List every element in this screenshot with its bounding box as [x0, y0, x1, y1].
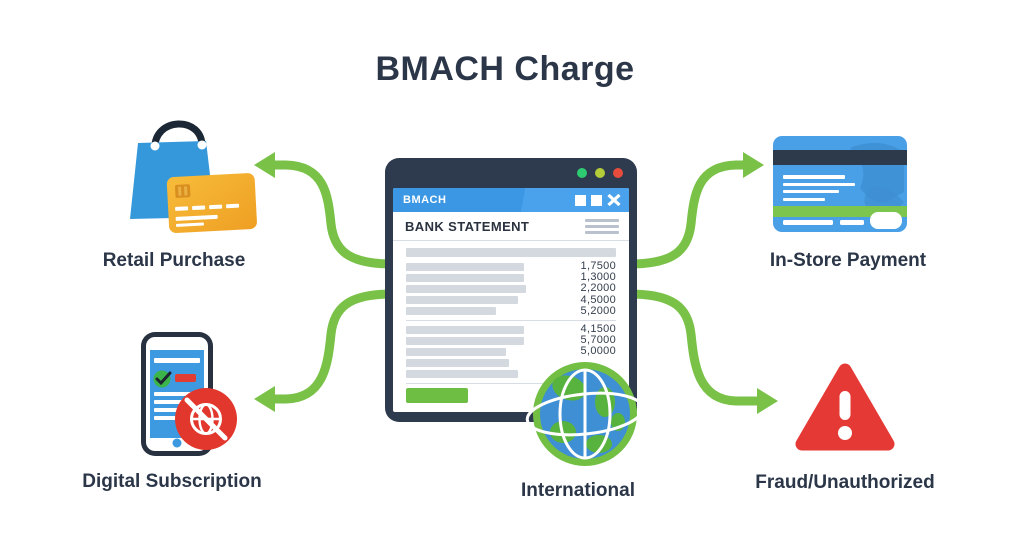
- traffic-dot-red-icon: [613, 168, 623, 178]
- statement-row: 5,7000: [406, 335, 616, 346]
- window-controls: [575, 194, 621, 206]
- statement-action-button: [406, 387, 468, 403]
- amount: 1,7500: [580, 260, 616, 273]
- phone-blocked-icon: [141, 332, 237, 456]
- red-pill: [175, 374, 196, 382]
- divider: [406, 319, 616, 321]
- window-body: BMACH BANK STATEMENT 1,7500 1,3000 2,200…: [393, 188, 629, 412]
- magnetic-stripe: [773, 150, 907, 165]
- statement-row: 1,3000: [406, 272, 616, 283]
- blocked-badge: [175, 388, 237, 450]
- digital-subscription-label: Digital Subscription: [82, 471, 262, 492]
- statement-column-bar: [406, 248, 616, 257]
- amount: 5,7000: [580, 334, 616, 347]
- amount: 4,5000: [580, 293, 616, 306]
- exclamation-dot: [838, 426, 852, 440]
- fraud-unauthorized-label: Fraud/Unauthorized: [755, 472, 935, 493]
- arrowhead-fraud: [757, 388, 778, 414]
- statement-row: 5,2000: [406, 304, 616, 317]
- warning-triangle-icon: [795, 363, 895, 451]
- bag-handle: [151, 120, 206, 153]
- minimize-icon: [575, 194, 586, 206]
- statement-body: 1,7500 1,3000 2,2000 4,5000 5,2000 4,150…: [393, 241, 629, 403]
- maximize-icon: [591, 194, 602, 206]
- browser-titlebar: BMACH: [393, 188, 629, 212]
- arrow-to-retail: [263, 160, 397, 269]
- card-green-stripe: [773, 206, 907, 217]
- arrowhead-retail: [254, 152, 275, 178]
- divider: [406, 382, 616, 384]
- amount: 1,3000: [580, 271, 616, 284]
- arrow-to-instore: [625, 160, 755, 269]
- statement-row: 5,0000: [406, 346, 616, 357]
- statement-row: 1,7500: [406, 261, 616, 272]
- window-chrome: [393, 158, 629, 188]
- arrowhead-instore: [743, 152, 764, 178]
- signature-box: [870, 212, 902, 229]
- hamburger-menu-icon: [585, 218, 619, 234]
- statement-row: [406, 369, 616, 380]
- statement-row: 4,1500: [406, 324, 616, 335]
- traffic-dot-green-icon: [577, 168, 587, 178]
- amount: 5,0000: [580, 345, 616, 358]
- traffic-dot-yellow-icon: [595, 168, 605, 178]
- exclamation-bar: [839, 391, 851, 420]
- amount: 5,2000: [580, 304, 616, 317]
- page-title: BMACH Charge: [375, 50, 635, 88]
- slash: [184, 397, 228, 441]
- titlebar-label: BMACH: [403, 194, 447, 206]
- amount: 2,2000: [580, 282, 616, 295]
- statement-header-row: BANK STATEMENT: [393, 212, 629, 241]
- close-x-icon: [607, 194, 621, 206]
- amount: 4,1500: [580, 323, 616, 336]
- arrowhead-digital: [254, 386, 275, 412]
- bag-eyelet: [150, 141, 160, 151]
- orange-card: [166, 173, 257, 233]
- card-chip: [175, 184, 191, 198]
- statement-row: 4,5000: [406, 293, 616, 306]
- credit-card-icon: [773, 136, 907, 232]
- statement-row: 2,2000: [406, 283, 616, 294]
- globe-icon: [525, 362, 645, 466]
- home-button: [172, 438, 182, 448]
- bag-eyelet: [197, 140, 207, 150]
- check-circle: [153, 370, 171, 388]
- statement-row: [406, 358, 616, 369]
- globe-graticule: [525, 368, 645, 460]
- arrow-to-digital: [263, 289, 397, 404]
- arrow-to-fraud: [625, 289, 769, 406]
- in-store-payment-label: In-Store Payment: [769, 250, 927, 271]
- international-label: International: [520, 480, 635, 501]
- checkmark: [155, 371, 172, 386]
- shopping-bag-credit-card-icon: [130, 120, 257, 233]
- retail-purchase-label: Retail Purchase: [102, 250, 246, 271]
- statement-title: BANK STATEMENT: [405, 218, 530, 234]
